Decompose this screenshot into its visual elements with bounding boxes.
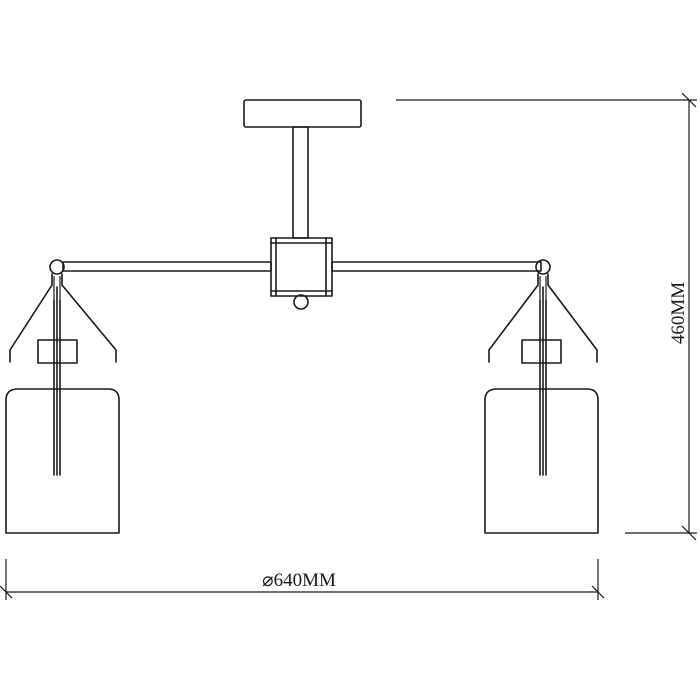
height-label: 460MM [668,282,689,344]
horizontal-arm [62,261,542,272]
height-dimension: 460MM [396,92,697,541]
ceiling-canopy [243,99,362,128]
left-lamp [5,259,120,534]
width-label: ⌀640MM [262,570,336,591]
width-dimension: ⌀640MM [0,559,605,600]
down-rod [292,126,309,239]
center-hub [270,237,333,310]
right-lamp [484,259,599,534]
